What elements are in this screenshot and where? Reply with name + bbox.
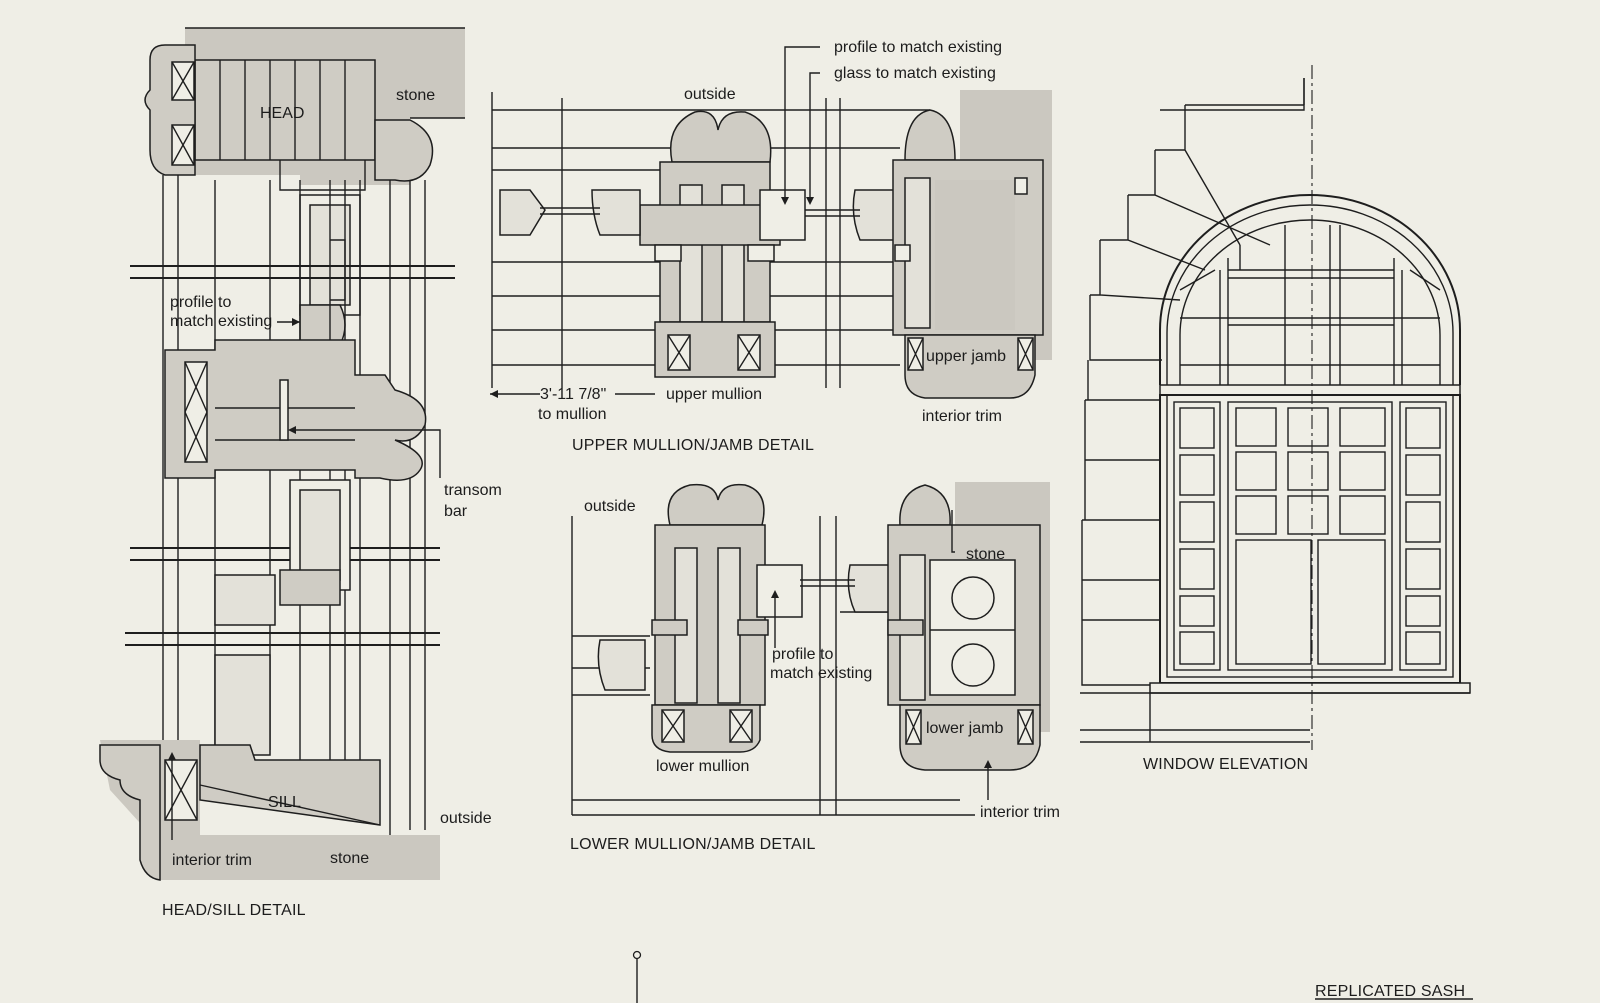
center-sash [1227,401,1393,671]
sill [199,744,381,826]
left-sidelight [1173,401,1221,671]
footer-caption: REPLICATED SASH [1315,983,1465,1000]
transom-bar [164,339,427,481]
label-outside-upper: outside [684,86,736,103]
title-window-elevation: WINDOW ELEVATION [1143,756,1308,773]
label-stone-bottom: stone [330,850,369,867]
label-outside: outside [440,810,492,827]
title-head-sill: HEAD/SILL DETAIL [162,902,306,919]
right-sidelight [1399,401,1447,671]
window-sill [1149,682,1471,694]
label-lower-mullion: lower mullion [656,758,749,775]
label-profile-match: profile to match existing [834,39,1002,56]
label-glass-match: glass to match existing [834,65,996,82]
label-lower-jamb: lower jamb [926,720,1003,737]
label-profile-line2: match existing [170,313,272,330]
arch-frame [1159,194,1461,385]
label-stone-top: stone [396,87,435,104]
window-elevation: WINDOW ELEVATION [1080,65,1471,773]
label-profile-lower-1: profile to [772,646,833,663]
label-sill: SILL [268,794,301,811]
sheet-footer: REPLICATED SASH [632,950,1473,1003]
title-lower-detail: LOWER MULLION/JAMB DETAIL [570,836,816,853]
label-interior-trim-lower: interior trim [980,804,1060,821]
label-upper-mullion: upper mullion [666,386,762,403]
label-profile-lower-2: match existing [770,665,872,682]
label-transom-line1: transom [444,482,502,499]
label-interior-trim: interior trim [172,852,252,869]
upper-mullion-jamb-detail: profile to match existing glass to match… [490,39,1052,454]
title-upper-detail: UPPER MULLION/JAMB DETAIL [572,437,814,454]
transom [1159,384,1461,396]
lower-mullion [654,524,766,706]
head-sill-detail: HEAD stone profile to match existing tra… [99,27,502,919]
label-interior-trim-upper: interior trim [922,408,1002,425]
label-dimension: 3'-11 7/8" [540,386,606,403]
label-to-mullion: to mullion [538,406,606,423]
label-transom-line2: bar [444,503,468,520]
lower-mullion-jamb-detail: outside stone profile to match existing … [570,482,1060,853]
label-outside-lower: outside [584,498,636,515]
label-head: HEAD [260,105,304,122]
label-stone-lower: stone [966,546,1005,563]
label-upper-jamb: upper jamb [926,348,1006,365]
label-profile-line1: profile to [170,294,231,311]
